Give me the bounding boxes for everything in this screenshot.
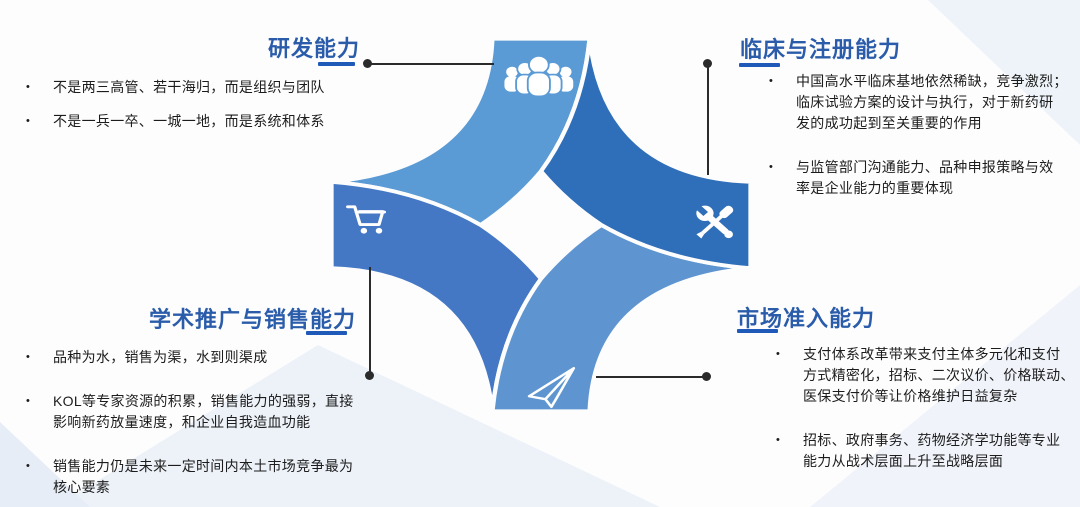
title-underline-clinical (739, 63, 780, 67)
bullet-item: • 不是两三高管、若干海归，而是组织与团队 (20, 77, 376, 98)
bullet-item: • 不是一兵一卒、一城一地，而是系统和体系 (20, 111, 376, 132)
bullet-text: 招标、政府事务、药物经济学功能等专业 能力从战术层面上升至战略层面 (803, 432, 1061, 469)
connector-top-right (707, 64, 709, 175)
bullet-item: • KOL等专家资源的积累，销售能力的强弱，直接 影响新药放量速度，和企业自我造… (20, 391, 380, 433)
wrench-screwdriver-icon (695, 204, 734, 239)
section-bullets-sales: • 品种为水，销售为渠，水到则渠成 • KOL等专家资源的积累，销售能力的强弱，… (20, 347, 380, 507)
bullet-dot: • (776, 434, 780, 446)
bullet-text: 与监管部门沟通能力、品种申报策略与效 率是企业能力的重要体现 (796, 159, 1054, 196)
bullet-dot: • (26, 460, 30, 472)
title-underline-market-access (737, 329, 778, 333)
pinwheel-graphic (329, 36, 753, 414)
section-title-clinical: 临床与注册能力 (740, 37, 902, 62)
connector-dot-top-left (363, 59, 372, 68)
bullet-item: • 品种为水，销售为渠，水到则渠成 (20, 347, 380, 368)
connector-dot-bottom-right (702, 372, 711, 381)
connector-bottom-left (369, 267, 371, 375)
bullet-text: 支付体系改革带来支付主体多元化和支付 方式精密化，招标、二次议价、价格联动、 医… (803, 346, 1075, 404)
bullet-item: • 销售能力仍是未来一定时间内本土市场竞争最为 核心要素 (20, 456, 380, 498)
connector-dot-bottom-left (365, 371, 374, 380)
bullet-text: 销售能力仍是未来一定时间内本土市场竞争最为 核心要素 (53, 458, 354, 495)
section-bullets-market-access: • 支付体系改革带来支付主体多元化和支付 方式精密化，招标、二次议价、价格联动、… (770, 344, 1076, 495)
bullet-item: • 中国高水平临床基地依然稀缺，竞争激烈； 临床试验方案的设计与执行，对于新药研… (763, 71, 1075, 134)
bullet-dot: • (26, 351, 30, 363)
section-title-sales: 学术推广与销售能力 (149, 307, 357, 332)
bullet-dot: • (776, 348, 780, 360)
title-underline-sales (306, 331, 347, 335)
bullet-dot: • (769, 75, 773, 87)
section-title-rd: 研发能力 (267, 36, 360, 61)
section-title-market-access: 市场准入能力 (737, 306, 876, 331)
bullet-text: 品种为水，销售为渠，水到则渠成 (53, 349, 268, 365)
connector-top-left (368, 63, 494, 65)
bullet-text: 不是一兵一卒、一城一地，而是系统和体系 (53, 113, 325, 129)
bullet-dot: • (769, 161, 773, 173)
bullet-text: 中国高水平临床基地依然稀缺，竞争激烈； 临床试验方案的设计与执行，对于新药研 发… (796, 73, 1068, 131)
bullet-item: • 与监管部门沟通能力、品种申报策略与效 率是企业能力的重要体现 (763, 157, 1075, 199)
bullet-dot: • (26, 115, 30, 127)
bullet-text: KOL等专家资源的积累，销售能力的强弱，直接 影响新药放量速度，和企业自我造血功… (53, 393, 354, 430)
bullet-item: • 招标、政府事务、药物经济学功能等专业 能力从战术层面上升至战略层面 (770, 430, 1076, 472)
bullet-item: • 支付体系改革带来支付主体多元化和支付 方式精密化，招标、二次议价、价格联动、… (770, 344, 1076, 407)
shopping-cart-icon (346, 205, 387, 234)
connector-dot-top-right (703, 59, 712, 68)
bullet-dot: • (26, 395, 30, 407)
section-bullets-rd: • 不是两三高管、若干海归，而是组织与团队 • 不是一兵一卒、一城一地，而是系统… (20, 77, 376, 145)
title-underline-rd (318, 62, 355, 66)
bullet-text: 不是两三高管、若干海归，而是组织与团队 (53, 79, 325, 95)
bullet-dot: • (26, 81, 30, 93)
section-bullets-clinical: • 中国高水平临床基地依然稀缺，竞争激烈； 临床试验方案的设计与执行，对于新药研… (763, 71, 1075, 222)
paper-plane-icon (527, 367, 576, 409)
connector-bottom-right (596, 376, 706, 378)
team-icon (504, 55, 574, 98)
